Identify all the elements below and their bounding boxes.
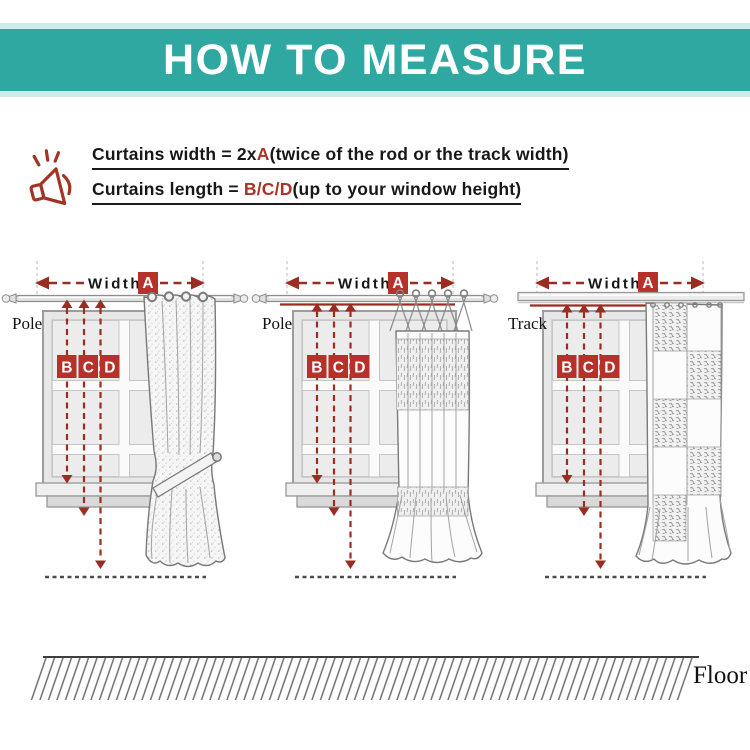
width-arrow: Width A (35, 272, 205, 294)
width-label: Width (338, 276, 392, 293)
length-formula-suffix: (up to your window height) (292, 179, 522, 199)
length-formula-prefix: Curtains length = (92, 179, 244, 199)
length-formula: Curtains length = B/C/D(up to your windo… (92, 179, 522, 205)
curtain-rings (395, 289, 469, 298)
diagram-canvas-1: Width A (1, 261, 249, 579)
measure-lines-bcd (61, 299, 106, 569)
curtain-ties (389, 295, 473, 332)
floor-hatch-area (27, 658, 699, 700)
page-title: HOW TO MEASURE (163, 35, 587, 84)
width-letter: A (642, 275, 653, 292)
width-guide-lines (286, 261, 454, 299)
measuring-instructions: Curtains width = 2xA(twice of the rod or… (22, 142, 569, 212)
curtain-track (517, 291, 745, 304)
grommets (146, 291, 209, 303)
curtain-grommet-tieback (143, 291, 226, 568)
label-d: D (354, 360, 365, 377)
curtain-tietop (382, 289, 483, 564)
curtain-band-bottom (397, 486, 469, 517)
diagram-pole-tietop: Width A (250, 255, 500, 590)
width-formula: Curtains width = 2xA(twice of the rod or… (92, 144, 569, 170)
measure-lines-bcd (561, 304, 606, 569)
label-c: C (83, 360, 94, 377)
bcd-labels: B C D (557, 355, 620, 378)
curtain-hooks (650, 302, 723, 308)
width-formula-prefix: Curtains width = 2x (92, 144, 257, 164)
measure-lines-bcd (311, 303, 356, 569)
label-b: B (561, 360, 572, 377)
width-letter-badge (388, 272, 408, 294)
width-guide-lines (536, 261, 704, 297)
width-formula-suffix: (twice of the rod or the track width) (269, 144, 569, 164)
curtain-pole (251, 293, 499, 304)
label-c: C (333, 360, 344, 377)
width-label: Width (88, 276, 142, 293)
diagram-track-checkered: Width A (500, 255, 750, 590)
label-d: D (104, 360, 115, 377)
label-b: B (61, 360, 72, 377)
support-label: Pole (262, 314, 292, 333)
diagram-row: Width A (0, 255, 750, 590)
length-formula-highlight: B/C/D (243, 179, 293, 199)
support-label: Pole (12, 314, 42, 333)
width-letter-badge (138, 272, 158, 294)
width-arrow: Width A (285, 272, 455, 294)
width-letter: A (142, 275, 153, 292)
header-accent-strip-top (0, 23, 750, 29)
diagram-canvas-3: Width A (508, 261, 745, 579)
window-sill (535, 482, 671, 508)
width-formula-highlight: A (256, 144, 270, 164)
diagram-pole-grommet: Width A (0, 255, 250, 590)
floor-hatch (27, 656, 699, 700)
width-label: Width (588, 276, 642, 293)
curtain-checkered (635, 302, 732, 565)
width-letter-badge (638, 272, 658, 294)
floor-label: Floor (693, 662, 748, 689)
header-banner: HOW TO MEASURE (0, 29, 750, 91)
formula-lines: Curtains width = 2xA(twice of the rod or… (92, 142, 569, 212)
width-arrow: Width A (535, 272, 705, 294)
label-d: D (604, 360, 615, 377)
width-letter: A (392, 275, 403, 292)
label-b: B (311, 360, 322, 377)
bcd-labels: B C D (307, 355, 370, 378)
tieback-strap (152, 452, 217, 498)
tieback-knob (212, 452, 222, 462)
label-c: C (583, 360, 594, 377)
header-accent-strip-bottom (0, 91, 750, 97)
megaphone-icon (29, 149, 72, 205)
diagram-canvas-2: Width A (251, 261, 499, 579)
support-label: Track (508, 314, 548, 333)
bcd-labels: B C D (57, 355, 120, 378)
